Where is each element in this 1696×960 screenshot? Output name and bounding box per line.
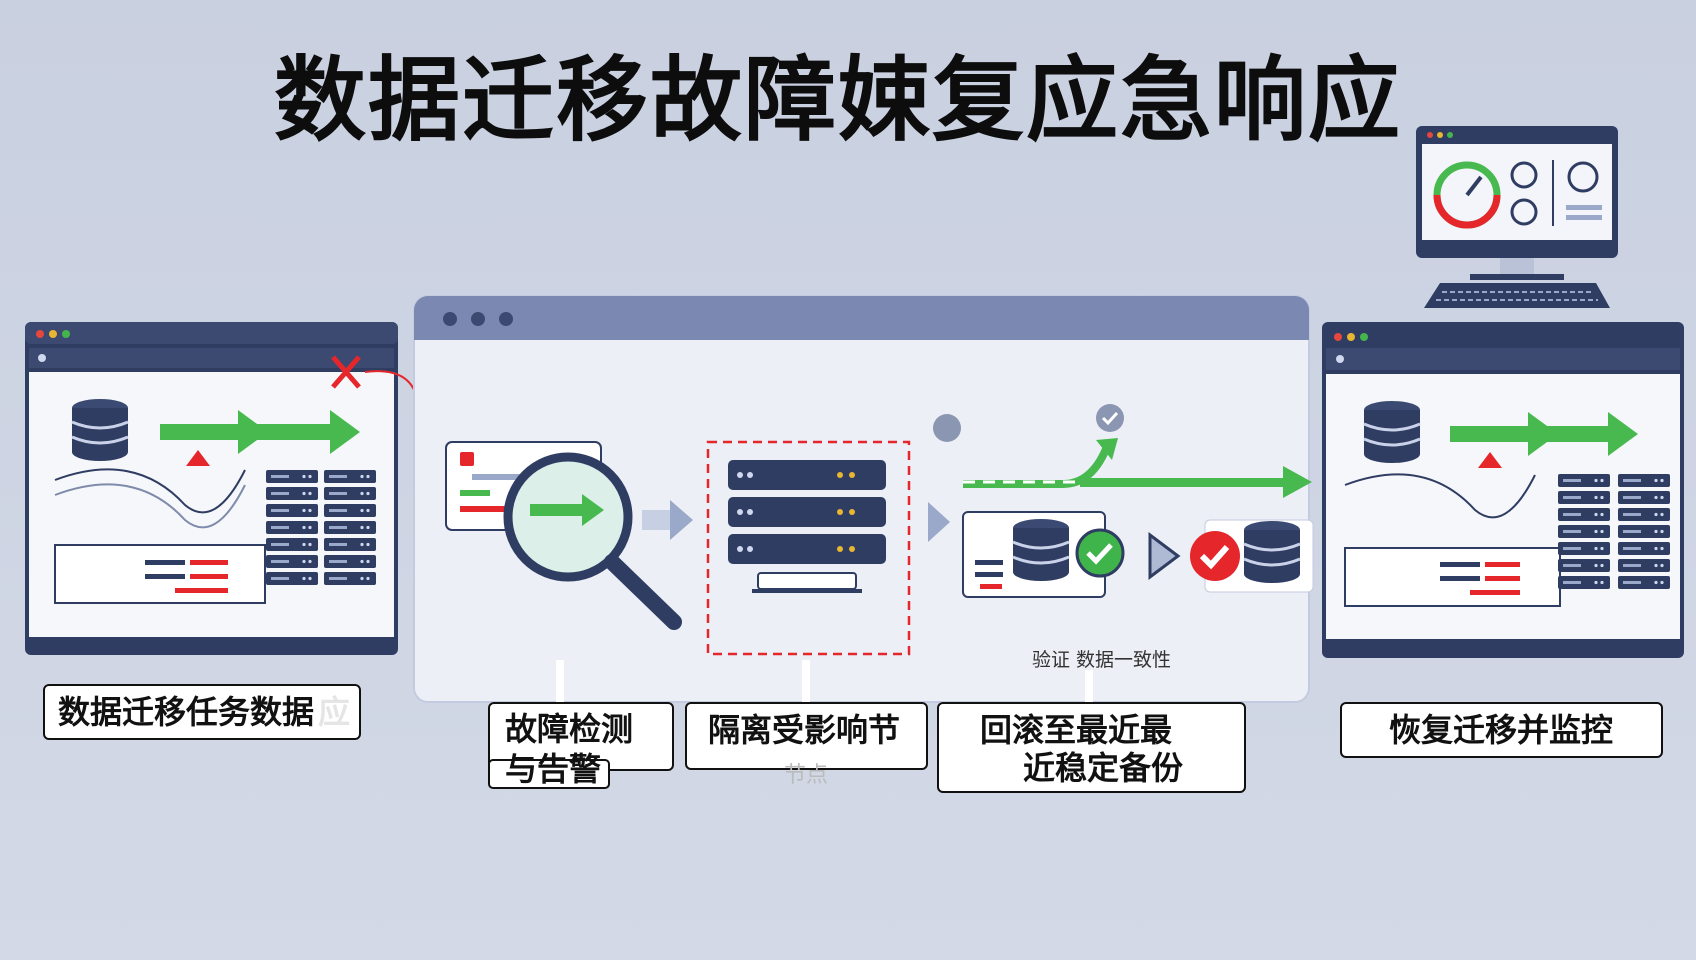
server-rack-icon — [1558, 474, 1610, 589]
database-icon — [1362, 399, 1422, 465]
check-icon — [1096, 404, 1124, 432]
step-1-label: 数据迁移任务数据 应 — [43, 684, 361, 740]
check-icon — [1075, 528, 1125, 578]
error-x-icon — [1190, 531, 1240, 581]
isolation-box — [706, 440, 911, 656]
monitor-dashboard-icon — [1416, 126, 1618, 280]
server-rack-icon — [728, 460, 886, 593]
svg-text:回滚至最近最: 回滚至最近最 — [980, 711, 1172, 749]
server-rack-icon — [266, 470, 318, 585]
keyboard-icon — [1424, 283, 1610, 308]
svg-text:隔离受影响节: 隔离受影响节 — [708, 711, 900, 749]
database-icon — [70, 397, 130, 463]
step-4-label: 回滚至最近最 近稳定备份 — [937, 702, 1246, 793]
step-3-label: 隔离受影响节 节点 — [685, 702, 928, 788]
svg-text:近稳定备份: 近稳定备份 — [1023, 749, 1183, 787]
svg-text:与告警: 与告警 — [505, 750, 601, 788]
verify-consistency-note: 验证 数据一致性 — [1032, 649, 1171, 671]
page-title: 数据迁移故障娕复应急响应 — [274, 47, 1402, 154]
svg-text:数据迁移任务数据: 数据迁移任务数据 — [58, 693, 314, 731]
response-workflow-window: 验证 数据一致性 — [413, 295, 1314, 720]
svg-text:故障检测: 故障检测 — [505, 710, 633, 748]
step-2-label: 故障检测 与告警 — [488, 702, 674, 789]
migration-task-window — [25, 322, 447, 655]
database-icon — [1011, 517, 1071, 583]
magnifier-icon — [503, 452, 682, 630]
database-icon — [1242, 519, 1302, 585]
recovered-migration-window — [1322, 322, 1684, 658]
svg-text:节点: 节点 — [784, 763, 828, 788]
svg-text:应: 应 — [318, 693, 350, 731]
error-x-icon — [331, 355, 361, 389]
step-5-label: 恢复迁移并监控 — [1340, 702, 1663, 758]
svg-text:恢复迁移并监控: 恢复迁移并监控 — [1389, 711, 1613, 749]
